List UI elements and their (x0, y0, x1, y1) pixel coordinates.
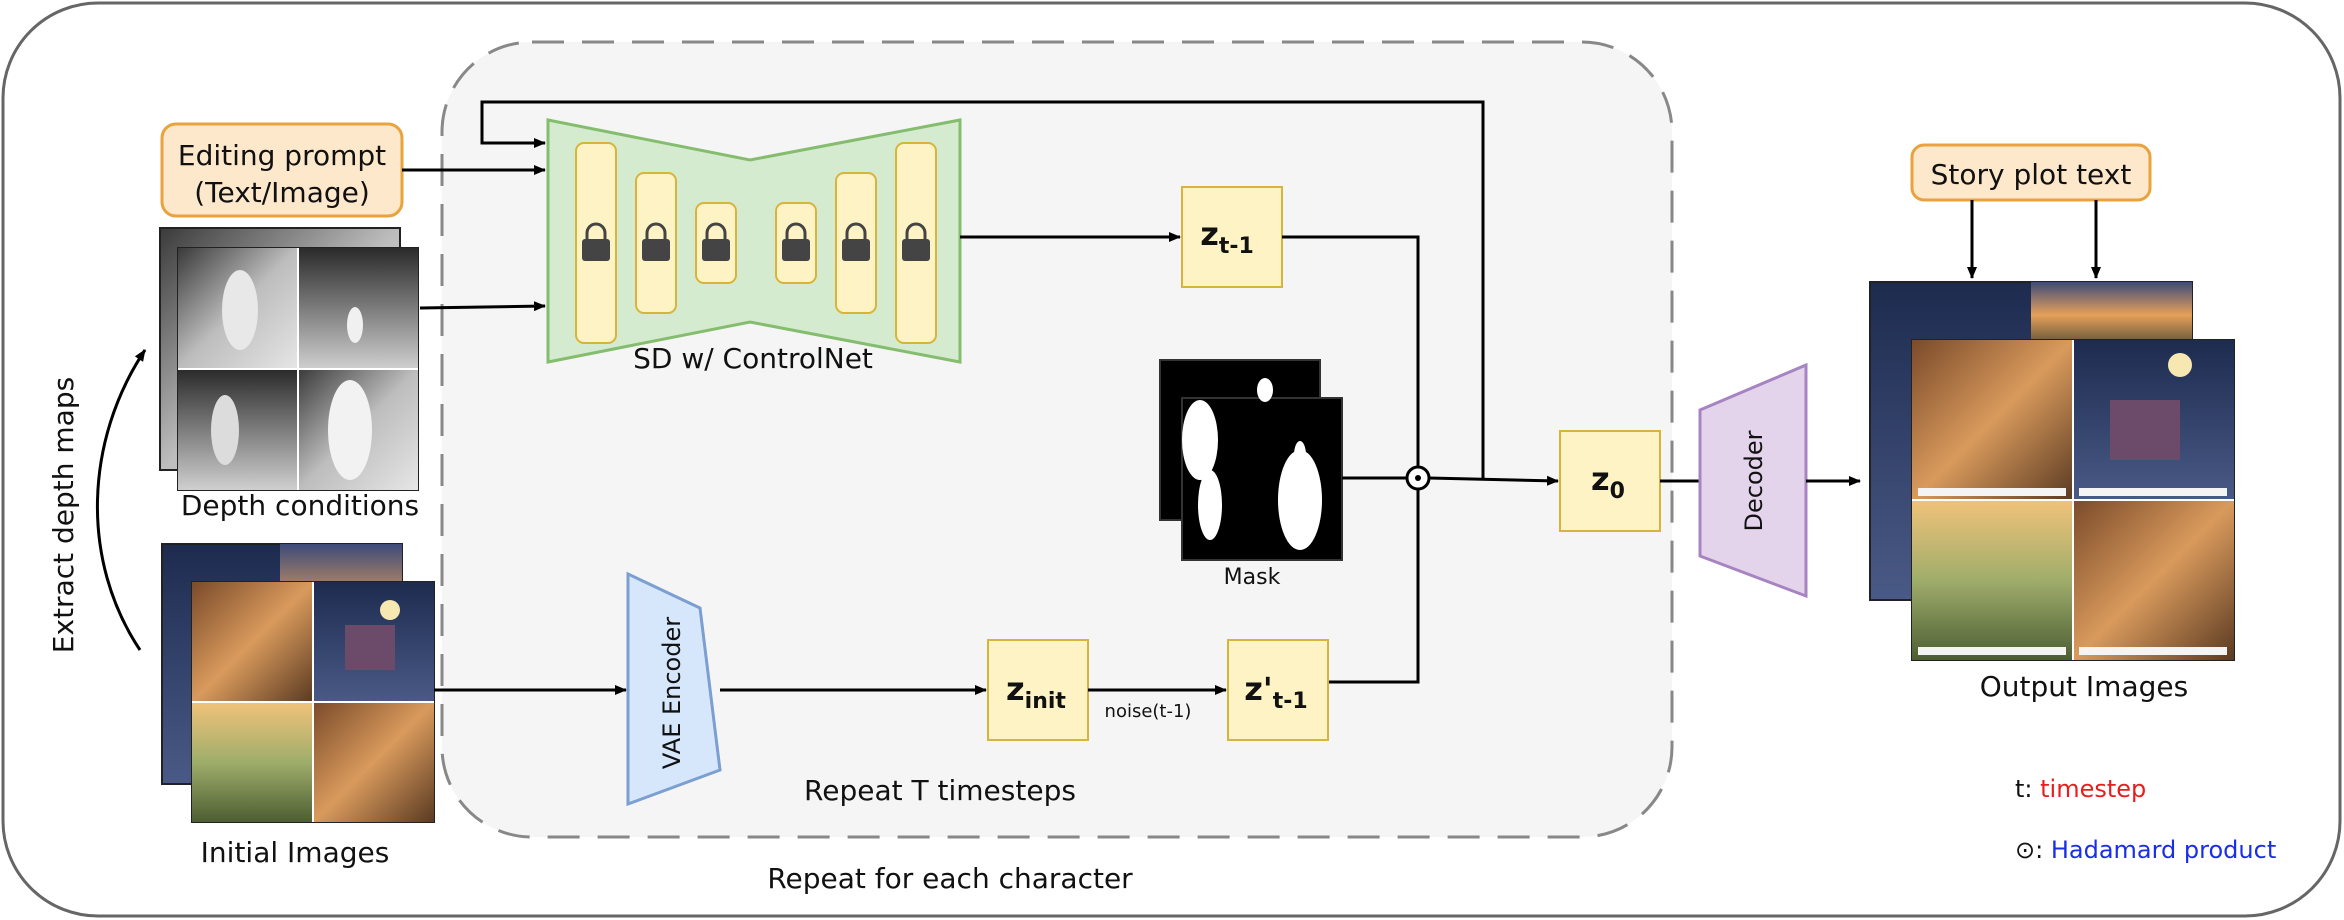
z-t-minus-1-line (1282, 235, 1420, 466)
feedback-arrow (480, 100, 1485, 478)
decoder-block (1698, 362, 1808, 599)
z-t-minus-1-label: zt-1 (1200, 215, 1254, 259)
story-plot-box (1910, 143, 2152, 202)
extract-depth-arrow (95, 349, 147, 651)
sd-controlnet-label: SD w/ ControlNet (633, 342, 873, 375)
initial-images-label: Initial Images (201, 836, 390, 869)
extract-depth-label: Extract depth maps (47, 377, 80, 653)
output-images-label: Output Images (1980, 670, 2188, 703)
output-images-stack (1869, 281, 2235, 661)
decoder-label: Decoder (1740, 430, 1768, 531)
editing-prompt-label-1: Editing prompt (178, 139, 386, 172)
repeat-each-character-label: Repeat for each character (767, 862, 1133, 895)
noise-label: noise(t-1) (1105, 701, 1192, 722)
lock-icon (582, 222, 930, 261)
z0-label: z0 (1591, 460, 1625, 504)
vae-encoder-label: VAE Encoder (658, 617, 686, 769)
depth-maps-stack (159, 227, 419, 491)
z-init-box (987, 639, 1089, 741)
depth-conditions-label: Depth conditions (181, 489, 419, 522)
legend-timestep: t: timestep (2015, 775, 2146, 803)
repeat-timesteps-label: Repeat T timesteps (804, 774, 1076, 807)
initial-images-stack (161, 543, 435, 823)
vae-encoder-block (626, 571, 722, 807)
depth-to-sd-arrow (419, 301, 546, 312)
story-plot-label: Story plot text (1931, 158, 2132, 191)
mask-image (1159, 359, 1343, 561)
editing-prompt-label-2: (Text/Image) (194, 176, 370, 209)
z-prime-line (1328, 489, 1420, 684)
hadamard-to-z0-arrow (1428, 475, 1559, 486)
z-prime-box (1227, 639, 1329, 741)
mask-label: Mask (1224, 565, 1281, 590)
z-t-minus-1-box (1181, 186, 1283, 288)
legend-hadamard: ⊙: Hadamard product (2015, 836, 2276, 864)
z-prime-label: z't-1 (1244, 670, 1307, 714)
z-init-label: zinit (1006, 670, 1066, 714)
